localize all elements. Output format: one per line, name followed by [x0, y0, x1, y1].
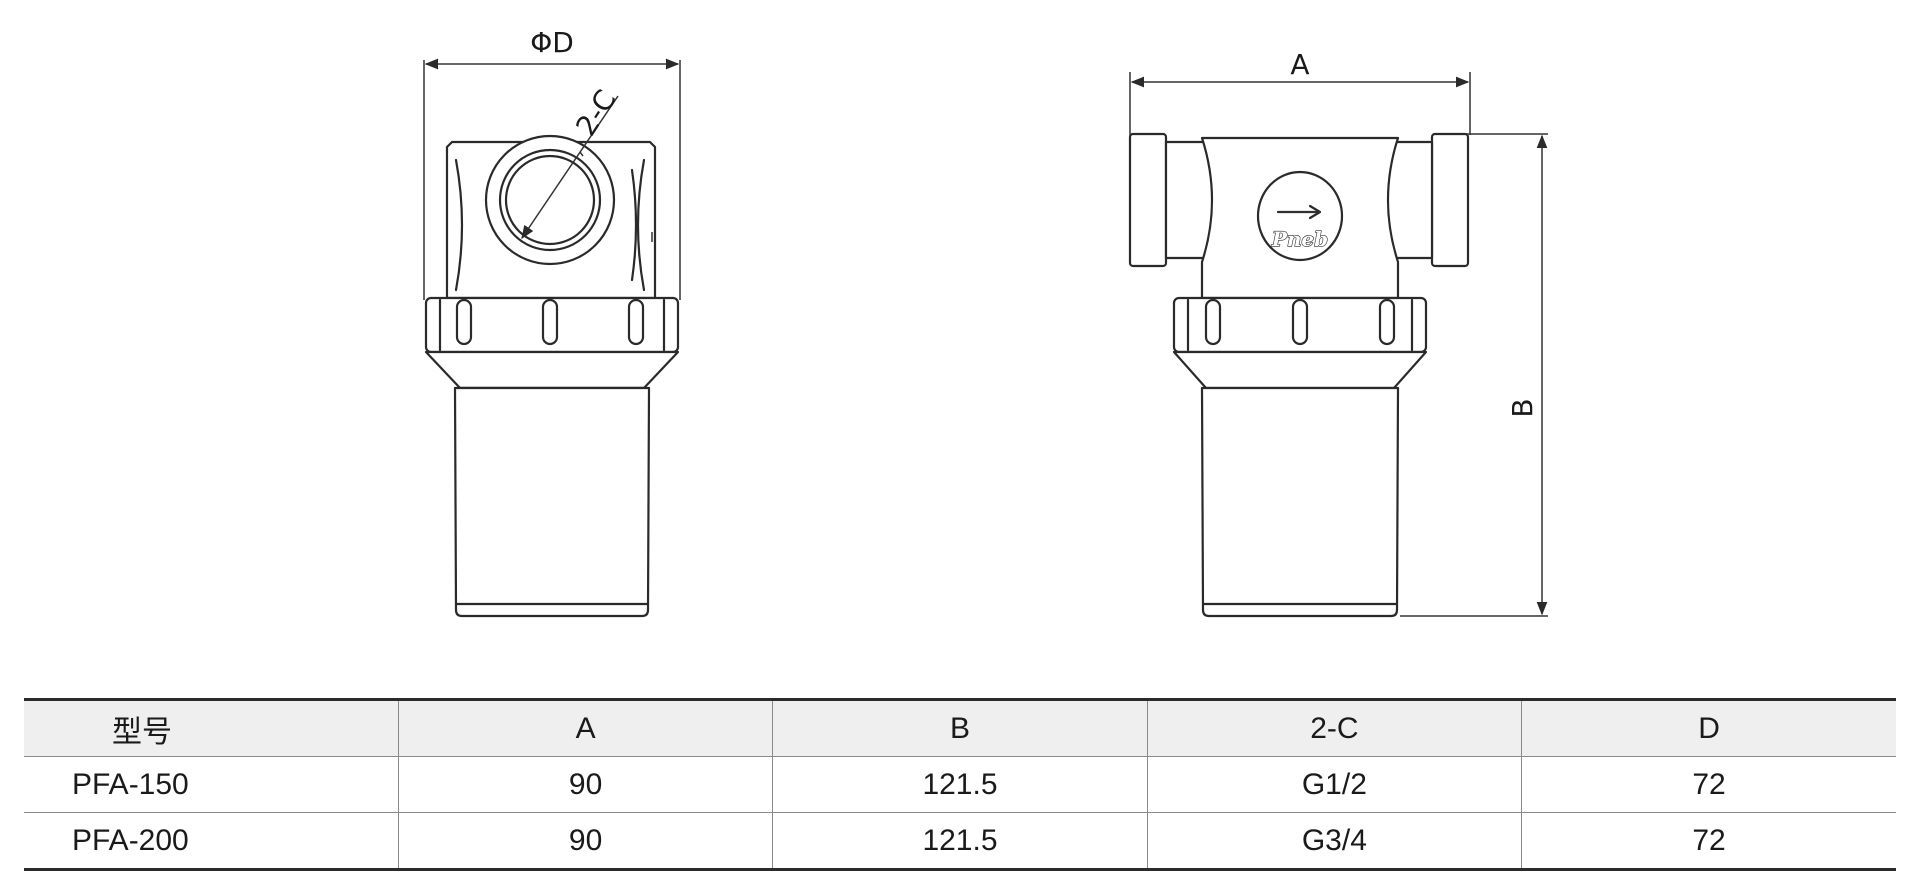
flow-direction-badge	[1256, 170, 1344, 262]
cell-d: 72	[1521, 812, 1896, 870]
cell-b: 121.5	[772, 812, 1148, 870]
inlet-port	[484, 134, 616, 266]
cell-a: 90	[397, 756, 773, 813]
diameter-label: ΦD	[530, 26, 574, 59]
cell-model: PFA-150	[24, 756, 399, 813]
cell-2c: G3/4	[1146, 812, 1522, 870]
port-label: 2-C	[569, 84, 623, 142]
column-header-d: D	[1521, 699, 1896, 757]
table-header-row: 型号 A B 2-C D	[24, 699, 1896, 757]
height-label: B	[1506, 398, 1539, 417]
dimension-table: 型号 A B 2-C D PFA-150 90 121.5 G1/2 72 PF…	[24, 698, 1896, 871]
brand-logo: Pneb	[1271, 227, 1328, 251]
front-view: ΦD 2-C	[423, 26, 681, 618]
filter-bowl	[453, 386, 651, 618]
cell-d: 72	[1521, 756, 1896, 813]
filter-bowl-side	[1200, 386, 1400, 618]
width-label: A	[1290, 48, 1309, 81]
table-row: PFA-150 90 121.5 G1/2 72	[24, 756, 1896, 813]
table-row: PFA-200 90 121.5 G3/4 72	[24, 812, 1896, 870]
cell-a: 90	[397, 812, 773, 870]
side-view: A B Pneb	[1128, 48, 1548, 618]
column-header-2c: 2-C	[1146, 699, 1522, 757]
cell-model: PFA-200	[72, 823, 189, 857]
column-header-b: B	[772, 699, 1148, 757]
cell-b: 121.5	[772, 756, 1148, 813]
cell-2c: G1/2	[1146, 756, 1522, 813]
column-header-a: A	[397, 699, 773, 757]
column-header-model: 型号	[24, 699, 399, 757]
